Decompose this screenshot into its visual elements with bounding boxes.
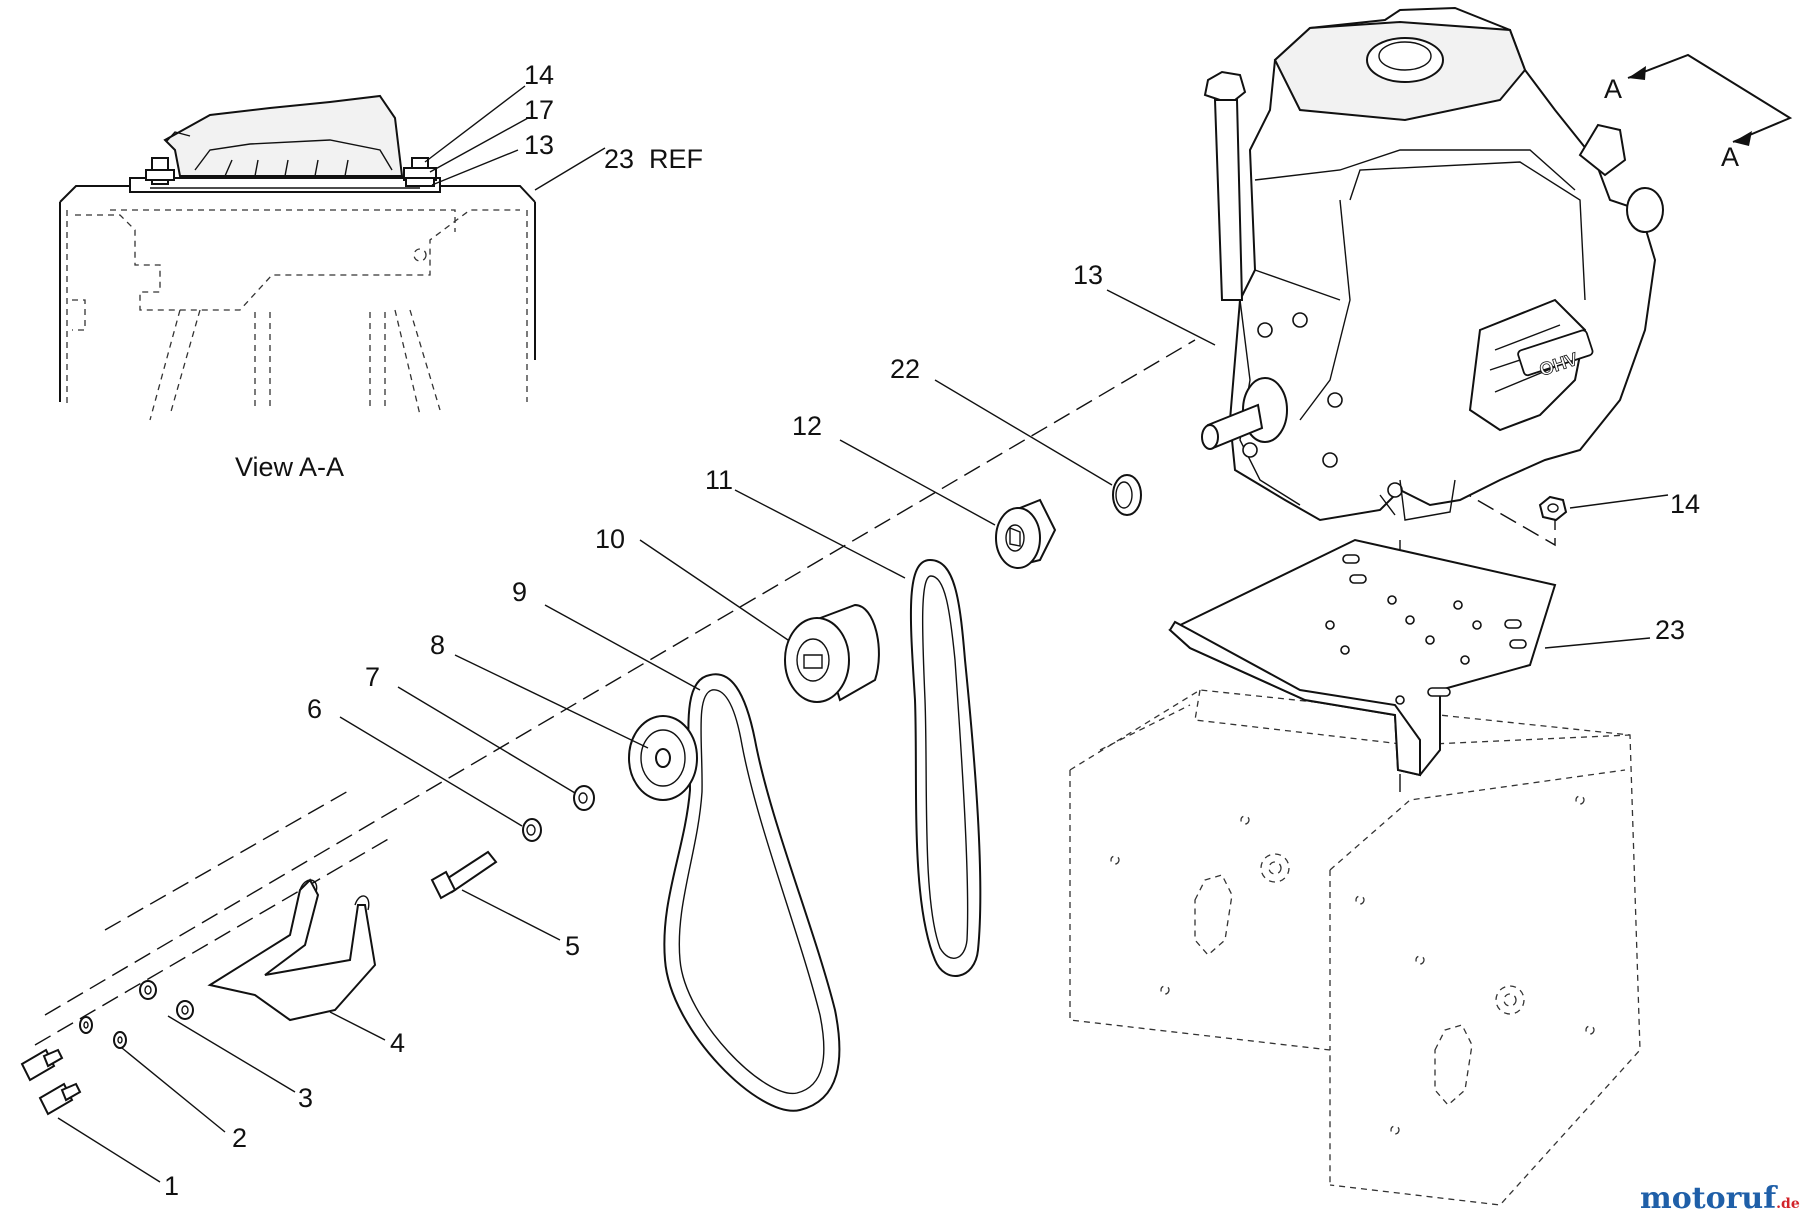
part-10-drive-pulley: [784, 603, 880, 703]
section-marker-a-top: A: [1604, 74, 1622, 104]
view-label: View A-A: [235, 452, 344, 482]
part-2-lock-washers: [79, 1016, 127, 1049]
callout-10: 10: [595, 524, 625, 554]
section-arrows: [1627, 53, 1793, 146]
part-22-spacer: [1112, 474, 1142, 516]
watermark-main: motoruf: [1640, 1181, 1778, 1216]
part-3-washers: [139, 980, 194, 1020]
callout-5: 5: [565, 931, 580, 961]
callout-9: 9: [512, 577, 527, 607]
callout-13: 13: [1073, 260, 1103, 290]
part-14-nut: [1538, 495, 1568, 522]
watermark-suffix: .de: [1776, 1196, 1800, 1212]
frame-housing: [1069, 689, 1641, 1206]
part-23-mount-plate: [1168, 538, 1557, 777]
callout-1: 1: [164, 1171, 179, 1201]
callout-2: 2: [232, 1123, 247, 1153]
inset-callout-13: 13: [524, 130, 554, 160]
callout-7: 7: [365, 662, 380, 692]
callout-22: 22: [890, 354, 920, 384]
center-axis: [44, 339, 1196, 1016]
part-9-belt: [663, 673, 841, 1112]
callout-23: 23: [1655, 615, 1685, 645]
callout-3: 3: [298, 1083, 313, 1113]
inset-callout-14: 14: [524, 60, 554, 90]
part-7-washer: [573, 785, 595, 811]
part-8-pulley: [628, 715, 698, 801]
callout-8: 8: [430, 630, 445, 660]
callout-11: 11: [705, 465, 733, 495]
watermark: motoruf.de: [1640, 1181, 1800, 1216]
engine: OHV: [1201, 6, 1664, 522]
inset-view-a-a: [59, 85, 606, 421]
part-4-bracket: [207, 878, 377, 1022]
callout-14: 14: [1670, 489, 1700, 519]
section-marker-a-bottom: A: [1721, 142, 1739, 172]
callout-6: 6: [307, 694, 322, 724]
callout-4: 4: [390, 1028, 405, 1058]
part-6-washer: [522, 818, 542, 842]
inset-callout-23-ref: 23 REF: [604, 144, 703, 174]
leader-lines: [57, 289, 1669, 1183]
callout-12: 12: [792, 411, 822, 441]
part-12-pulley: [995, 498, 1057, 569]
part-11-belt: [909, 558, 982, 977]
inset-callout-17: 17: [524, 95, 554, 125]
part-5-bolt: [430, 850, 498, 900]
part-1-screws: [20, 1048, 82, 1116]
